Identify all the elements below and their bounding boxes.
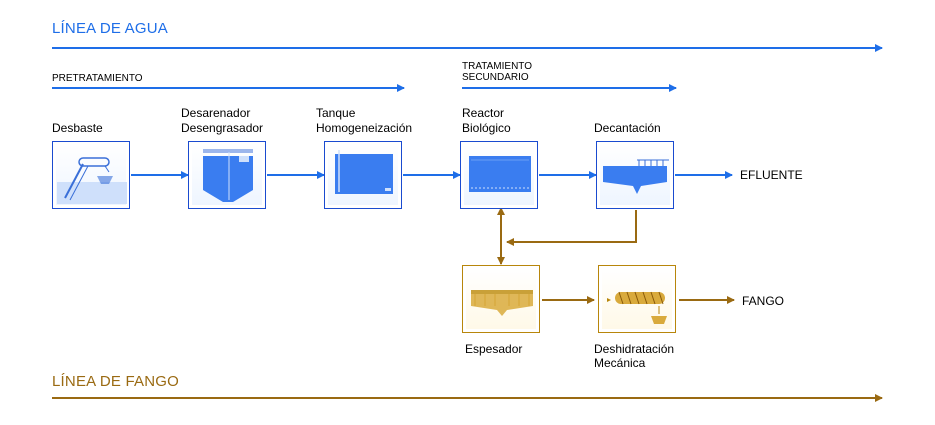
- reactor-label-1: Reactor: [462, 106, 505, 120]
- homogenization-tank-icon: [335, 150, 393, 194]
- espesador-box[interactable]: [462, 265, 540, 333]
- decantacion-box[interactable]: [596, 141, 674, 209]
- sludge-line-title: LÍNEA DE FANGO: [52, 373, 180, 390]
- screw-press-icon: [607, 291, 667, 324]
- tanque-label-2: Homogeneización: [316, 121, 413, 135]
- water-line-title: LÍNEA DE AGUA: [52, 20, 168, 37]
- clarifier-icon: [603, 159, 669, 194]
- tanque-label-1: Tanque: [316, 106, 356, 120]
- bar-screen-icon: [57, 157, 127, 204]
- desbaste-label: Desbaste: [52, 121, 103, 135]
- deshidratacion-label-2: Mecánica: [594, 356, 646, 370]
- effluent-label: EFLUENTE: [740, 168, 803, 182]
- pretreatment-label: PRETRATAMIENTO: [52, 73, 143, 84]
- sludge-recirculation-line: [506, 210, 637, 246]
- thickener-icon: [471, 290, 533, 316]
- sludge-output-label: FANGO: [742, 294, 785, 308]
- reactor-box[interactable]: [460, 141, 538, 209]
- desarenador-label-1: Desarenador: [181, 106, 251, 120]
- deshidratacion-box[interactable]: [598, 265, 676, 333]
- espesador-label: Espesador: [465, 342, 523, 356]
- tanque-box[interactable]: [324, 141, 402, 209]
- reactor-label-2: Biológico: [462, 121, 511, 135]
- decantacion-label: Decantación: [594, 121, 661, 135]
- grit-tank-icon: [203, 149, 253, 202]
- secondary-label-2: SECUNDARIO: [462, 72, 529, 83]
- desbaste-box[interactable]: [52, 141, 130, 209]
- desarenador-box[interactable]: [188, 141, 266, 209]
- deshidratacion-label-1: Deshidratación: [594, 342, 675, 356]
- desarenador-label-2: Desengrasador: [181, 121, 264, 135]
- biological-reactor-icon: [469, 156, 531, 192]
- secondary-label-1: TRATAMIENTO: [462, 61, 532, 72]
